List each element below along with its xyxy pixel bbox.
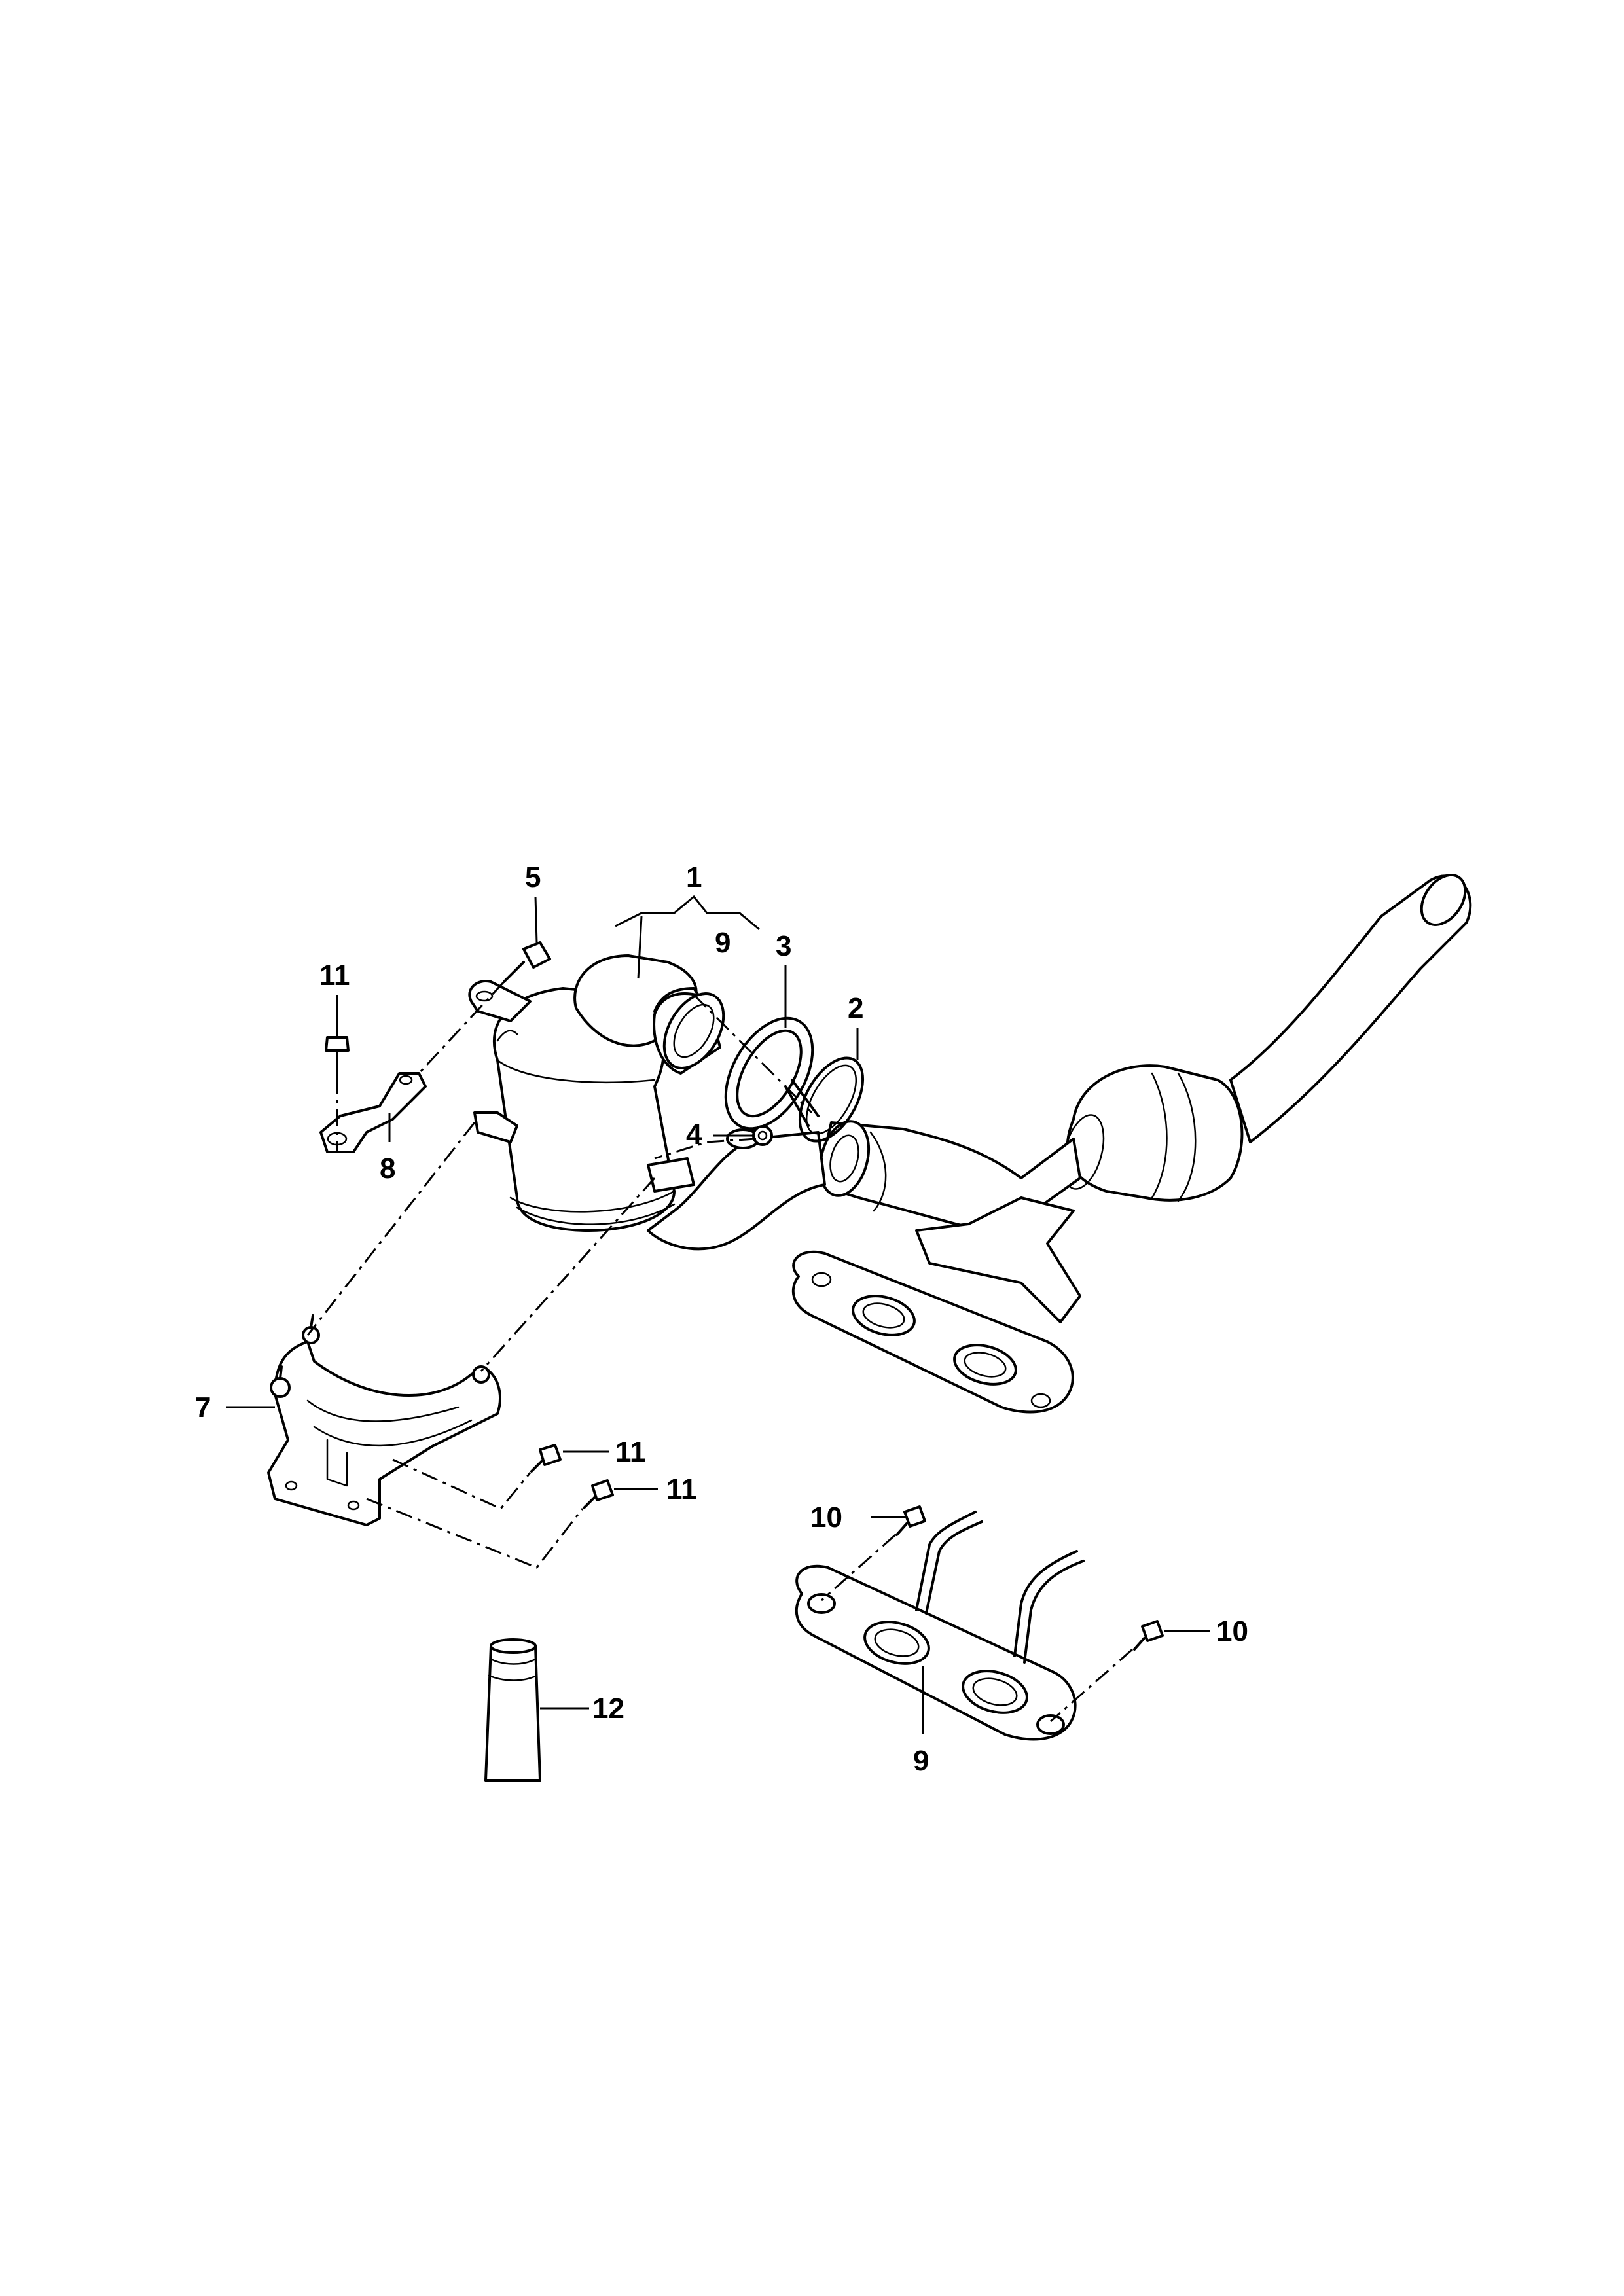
callout-2: 2 — [848, 992, 863, 1024]
tail-pipe — [1229, 874, 1472, 1143]
exhaust-pipe-assembly — [647, 874, 1472, 1414]
callout-4: 4 — [686, 1119, 702, 1151]
callout-11-low: 11 — [666, 1473, 697, 1505]
callout-11-mid: 11 — [615, 1436, 646, 1468]
callout-labels: 1 9 5 3 2 11 4 8 7 11 11 10 10 12 9 — [195, 861, 1248, 1777]
gasket-ring — [798, 1056, 865, 1143]
bolt-10-right — [1133, 1620, 1164, 1651]
filter-tab-right — [647, 1157, 695, 1193]
bracket-1 — [615, 895, 760, 931]
manifold-gasket — [795, 1511, 1085, 1741]
filter-tab-left — [473, 1111, 518, 1143]
callout-9-top: 9 — [715, 927, 731, 959]
bolt-11-low — [583, 1479, 614, 1509]
pipe-support-bracket — [915, 1196, 1081, 1323]
particulate-filter — [468, 954, 725, 1232]
catalyst-body — [1066, 1064, 1244, 1202]
pipe-flange — [791, 1250, 1074, 1414]
callout-11-top: 11 — [319, 960, 350, 992]
sealant-tube — [484, 1638, 541, 1782]
callout-10-right: 10 — [1216, 1615, 1248, 1647]
bolt-5 — [503, 941, 551, 983]
callout-9-bottom: 9 — [913, 1745, 929, 1777]
callout-3: 3 — [776, 930, 791, 962]
bolt-11-mid — [530, 1444, 562, 1473]
callout-1: 1 — [686, 861, 702, 893]
callout-8: 8 — [380, 1153, 395, 1185]
callout-5: 5 — [525, 861, 541, 893]
pipe-clamp — [724, 1016, 820, 1130]
assembly-guide-lines — [306, 980, 1133, 1723]
support-bracket-8 — [319, 1072, 427, 1153]
callout-7: 7 — [195, 1391, 211, 1424]
callout-leaders — [226, 895, 1210, 1734]
callout-12: 12 — [592, 1693, 624, 1725]
nut-4 — [752, 1125, 773, 1146]
bolt-11-top — [325, 1036, 350, 1078]
bolt-10-left — [895, 1505, 926, 1536]
callout-10-left: 10 — [810, 1501, 842, 1534]
heat-shield — [267, 1314, 501, 1526]
connecting-tube — [647, 1131, 826, 1251]
